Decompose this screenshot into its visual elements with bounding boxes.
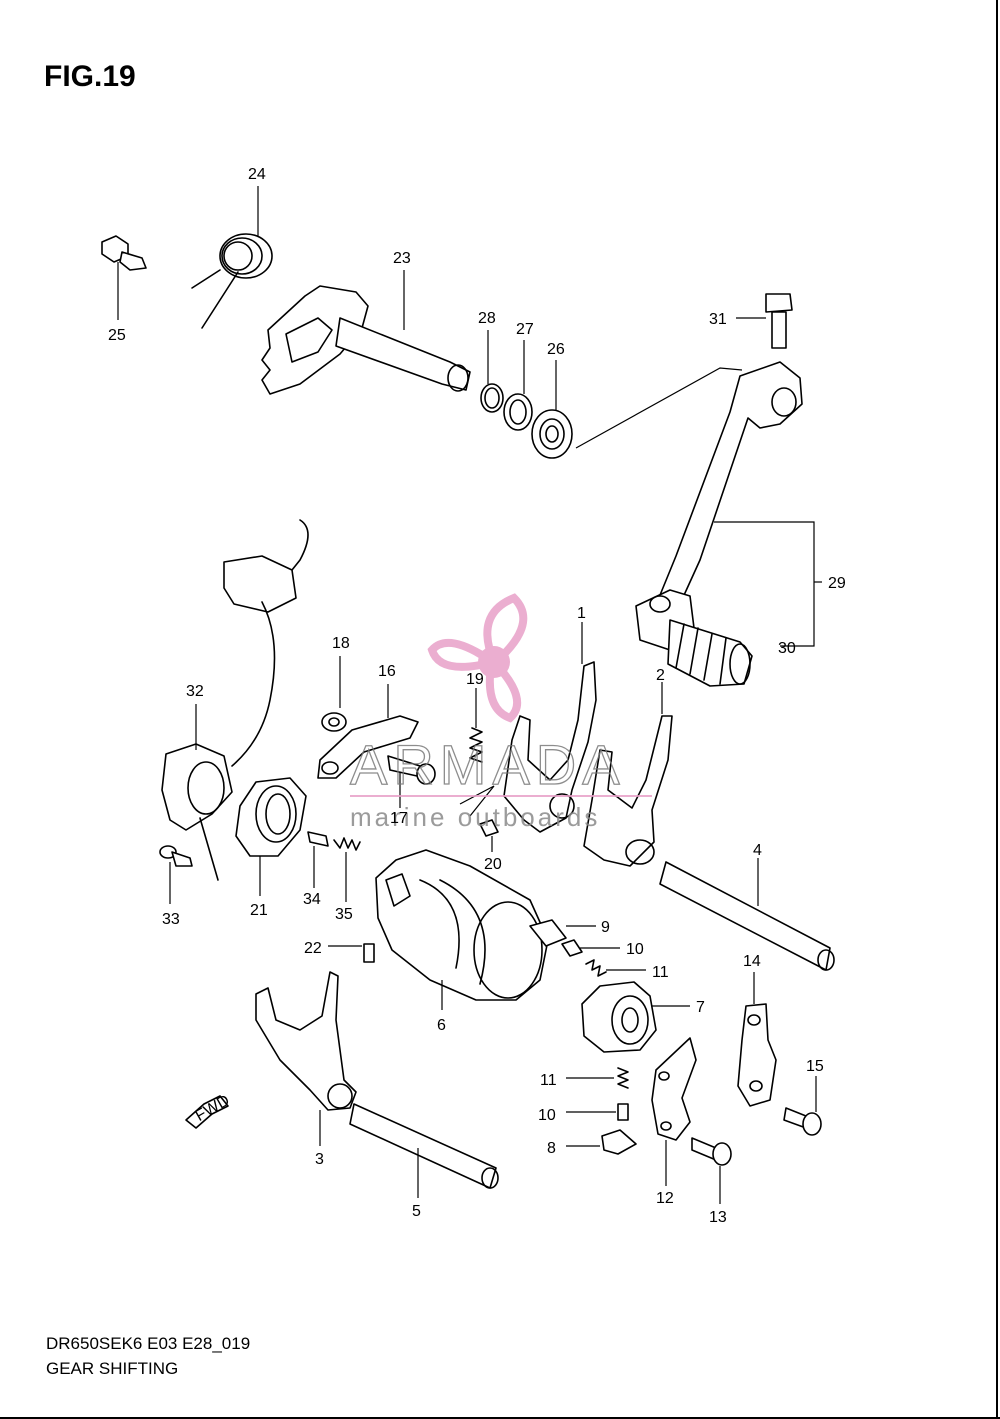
part-20-pin [459, 785, 499, 852]
callout-28[interactable]: 28 [478, 310, 496, 327]
part-3-gearshift-fork [255, 971, 357, 1146]
part-18-washer [321, 656, 347, 732]
part-34-pin [307, 831, 329, 888]
callout-22[interactable]: 22 [304, 940, 322, 957]
callout-33[interactable]: 33 [162, 911, 180, 928]
section-name: GEAR SHIFTING [46, 1359, 179, 1378]
callout-1[interactable]: 1 [577, 605, 586, 622]
fwd-label: FWD [193, 1092, 233, 1125]
watermark: ARMADA marine outboards [349, 593, 652, 832]
callout-4[interactable]: 4 [753, 842, 762, 859]
callout-31[interactable]: 31 [709, 311, 727, 328]
part-27-washer [503, 340, 533, 431]
part-1-gearshift-fork [503, 622, 597, 833]
part-10-pin-upper [561, 939, 620, 957]
callout-13[interactable]: 13 [709, 1209, 727, 1226]
callout-20[interactable]: 20 [484, 856, 502, 873]
part-11-spring-lower [566, 1067, 629, 1089]
callout-12[interactable]: 12 [656, 1190, 674, 1207]
callout-10-lower[interactable]: 10 [538, 1107, 556, 1124]
callout-35[interactable]: 35 [335, 906, 353, 923]
part-26-oil-seal [531, 360, 573, 459]
callout-2[interactable]: 2 [656, 667, 665, 684]
callout-6[interactable]: 6 [437, 1017, 446, 1034]
part-21-gear-shift-cam-plate [235, 777, 307, 896]
part-11-spring-upper [585, 959, 646, 977]
part-25-bolt [101, 235, 147, 320]
part-4-fork-shaft [659, 858, 835, 971]
propeller-logo-icon [427, 593, 528, 723]
part-14-cam-stopper-plate [737, 972, 777, 1107]
part-30-lever-rubber [667, 619, 753, 687]
forward-direction-arrow-icon: FWD [185, 1092, 233, 1129]
callout-29[interactable]: 29 [828, 575, 846, 592]
part-9-cam-guide [529, 919, 596, 947]
part-28-circlip [480, 330, 504, 413]
callout-9[interactable]: 9 [601, 919, 610, 936]
watermark-brand: ARMADA [350, 733, 626, 796]
callout-11-lower[interactable]: 11 [540, 1072, 557, 1089]
callout-16[interactable]: 16 [378, 663, 396, 680]
watermark-tagline: marine outboards [350, 802, 600, 832]
part-2-gearshift-fork [583, 682, 673, 867]
part-15-screw [783, 1076, 822, 1136]
callout-labels: 24 25 23 28 27 26 31 29 30 1 2 18 16 19 … [108, 166, 846, 1226]
callout-23[interactable]: 23 [393, 250, 411, 267]
part-35-spring [333, 837, 361, 902]
part-22-pin [328, 943, 375, 963]
callout-5[interactable]: 5 [412, 1203, 421, 1220]
part-31-bolt [736, 293, 793, 349]
part-19-spring [469, 688, 483, 763]
part-23-gearshift-shaft [261, 270, 471, 395]
part-6-gearshift-cam [375, 849, 549, 1010]
page-border-bottom [0, 1417, 1000, 1419]
callout-26[interactable]: 26 [547, 341, 565, 358]
callout-21[interactable]: 21 [250, 902, 268, 919]
callout-15[interactable]: 15 [806, 1058, 824, 1075]
callout-10-upper[interactable]: 10 [626, 941, 644, 958]
part-17-bolt [387, 755, 436, 808]
callout-34[interactable]: 34 [303, 891, 321, 908]
part-10-pin-lower [566, 1103, 629, 1121]
part-32-gear-position-switch [161, 519, 309, 831]
callout-18[interactable]: 18 [332, 635, 350, 652]
part-5-fork-shaft [349, 1103, 499, 1198]
part-8-pawl [566, 1129, 637, 1155]
callout-7[interactable]: 7 [696, 999, 705, 1016]
part-16-cam-stopper [317, 684, 419, 779]
model-code: DR650SEK6 E03 E28_019 [46, 1334, 251, 1353]
callout-30[interactable]: 30 [778, 640, 796, 657]
part-24-spring [191, 186, 273, 329]
callout-17[interactable]: 17 [390, 810, 408, 827]
figure-title: FIG.19 [44, 60, 136, 93]
page-border-right [996, 0, 998, 1419]
callout-19[interactable]: 19 [466, 671, 484, 688]
callout-25[interactable]: 25 [108, 327, 126, 344]
part-7-cam-driven-gear [581, 981, 690, 1053]
part-13-screw [691, 1137, 732, 1204]
part-29-gearshift-lever [635, 361, 822, 653]
callout-8[interactable]: 8 [547, 1140, 556, 1157]
callout-14[interactable]: 14 [743, 953, 761, 970]
callout-32[interactable]: 32 [186, 683, 204, 700]
callout-24[interactable]: 24 [248, 166, 266, 183]
assembly-line [575, 367, 743, 449]
callout-3[interactable]: 3 [315, 1151, 324, 1168]
callout-11-upper[interactable]: 11 [652, 964, 669, 981]
callout-27[interactable]: 27 [516, 321, 534, 338]
part-33-screw [159, 817, 219, 904]
part-12-pawl-lifter [651, 1037, 697, 1186]
